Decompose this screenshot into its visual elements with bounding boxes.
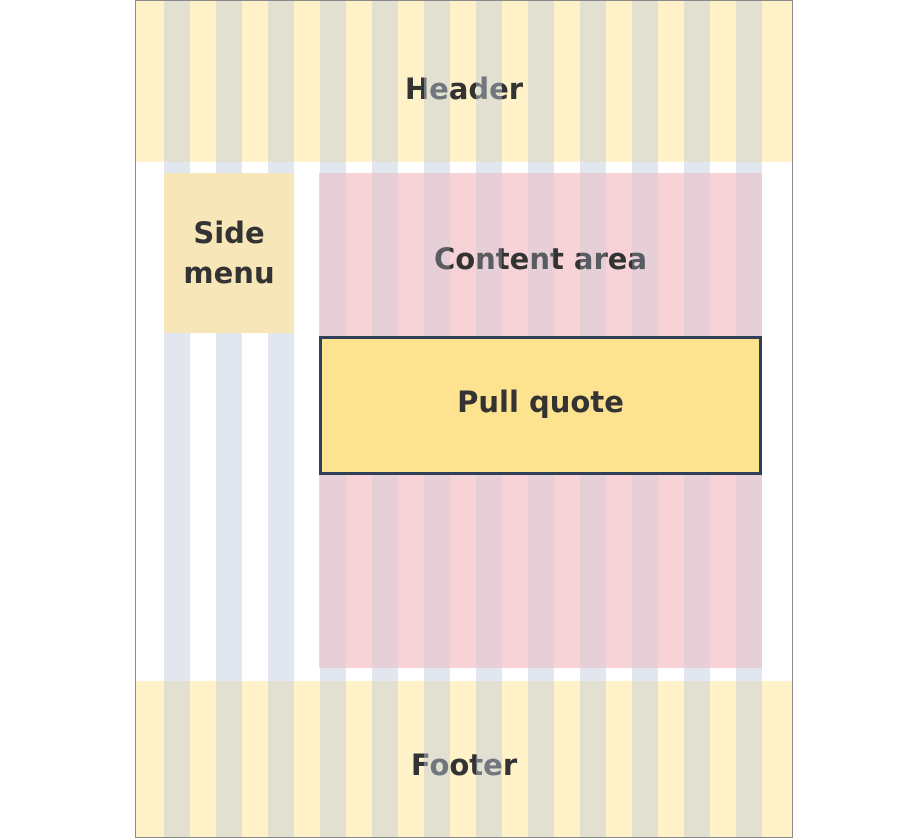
footer-region: Footer [136,681,792,837]
grid-column-stripe [320,668,346,681]
grid-column-stripe [372,162,398,173]
grid-column-stripe [736,162,762,173]
grid-column-stripe [580,668,606,681]
grid-column-stripe [372,668,398,681]
pull-quote-region: Pull quote [319,336,762,475]
grid-column-stripe [632,668,658,681]
footer-label: Footer [410,748,518,782]
header-label: Header [404,72,524,106]
side-menu-region: Side menu [164,173,294,333]
grid-column-stripe [684,668,710,681]
grid-column-stripe [528,668,554,681]
grid-column-stripe [528,162,554,173]
grid-column-stripe [424,668,450,681]
grid-column-stripe [424,162,450,173]
grid-column-stripe [268,162,294,173]
grid-column-stripe [476,162,502,173]
header-region: Header [136,1,792,162]
grid-column-stripe [216,162,242,173]
grid-column-stripe [580,162,606,173]
pull-quote-label: Pull quote [457,385,624,419]
content-area-label: Content area [433,242,648,276]
page-layout-frame: Header Footer Content area Side menu Pul… [135,0,793,838]
grid-column-stripe [320,162,346,173]
grid-column-stripe [684,162,710,173]
grid-column-stripe [736,668,762,681]
grid-column-stripe [632,162,658,173]
grid-column-stripe [164,162,190,173]
side-menu-label: Side menu [183,216,275,290]
grid-column-stripe [476,668,502,681]
